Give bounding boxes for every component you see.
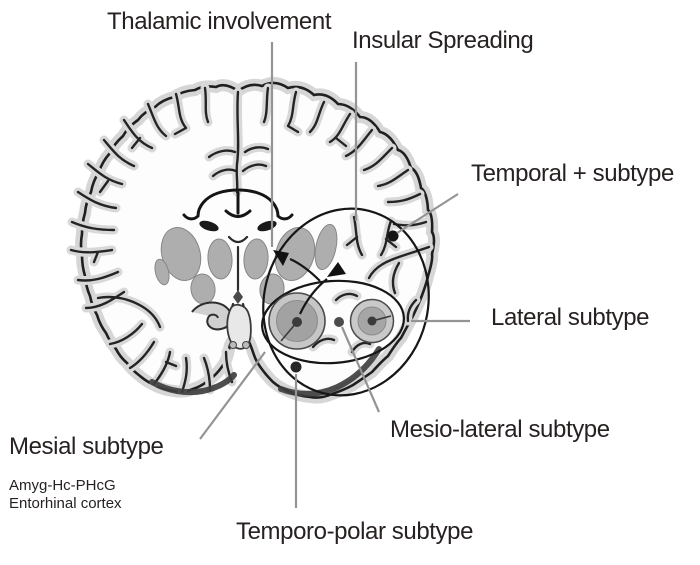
insular-sulcus (391, 261, 401, 295)
sulcus-line (328, 112, 352, 148)
left-temporal-cortex-band (149, 372, 237, 396)
sulcus-line (203, 86, 210, 124)
label-mesial-structures-2: Entorhinal cortex (9, 495, 122, 512)
left-caudate-putamen (160, 227, 202, 281)
sulcus-line (86, 162, 124, 194)
corpus-callosum (182, 188, 294, 221)
left-lateral-ventricle (199, 220, 219, 232)
sulcus-line (286, 90, 300, 134)
temporo-polar-marker-dot (290, 361, 302, 373)
insular-spread-arrowhead (327, 262, 346, 277)
label-mesial-structures-1: Amyg-Hc-PHcG (9, 477, 116, 494)
sulcus-line (122, 118, 154, 150)
sulcus-line (262, 86, 270, 124)
cingulate-sulcus (243, 146, 270, 154)
right-thalamus (243, 238, 269, 280)
mesial-leader-line (199, 351, 266, 440)
sulcus-line (70, 220, 116, 232)
left-insula-ribbon (154, 258, 170, 286)
mesio-lateral-marker-dot (334, 317, 344, 327)
left-sylvian-fissure (96, 295, 162, 329)
lateral-marker-dot (367, 316, 377, 326)
sulcus-line (334, 292, 359, 302)
hypothalamic-notch (233, 290, 243, 304)
temporal-plus-marker-dot (387, 230, 399, 242)
label-thalamic-involvement: Thalamic involvement (107, 8, 332, 35)
insular-sulcus (379, 219, 398, 257)
sulcus-line (386, 192, 422, 204)
label-temporal-plus-subtype: Temporal + subtype (471, 160, 674, 187)
sulcus-line (376, 168, 410, 188)
sulcus-line (173, 92, 188, 136)
sulcus-line (84, 290, 126, 310)
thalamic-spread-arrowhead (273, 250, 289, 266)
sulcus-line (344, 128, 374, 158)
insular-spread-curve (299, 278, 328, 315)
label-insular-spreading: Insular Spreading (352, 27, 534, 54)
sulcus-line (128, 340, 156, 370)
mammillary-body (242, 341, 250, 349)
third-ventricle (227, 235, 249, 332)
label-temporo-polar-subtype: Temporo-polar subtype (236, 518, 474, 545)
leader-lines (199, 42, 470, 508)
sulcus-line (108, 322, 144, 346)
sulcus-line (69, 248, 114, 264)
insular-sulcus (345, 215, 364, 257)
mesio-lateral-leader-line (340, 326, 381, 413)
label-mesio-lateral-subtype: Mesio-lateral subtype (390, 416, 610, 443)
cingulate-sulcus (211, 168, 238, 178)
sulcus-line (308, 100, 326, 134)
temporal-plus-leader-line (396, 193, 459, 234)
sulcus-line (76, 270, 120, 282)
sulcus-line (362, 146, 394, 172)
cingulate-sulcus (241, 163, 268, 173)
right-temporal-cortex-band (278, 346, 382, 397)
left-thalamus (207, 238, 233, 280)
sulcus-line (76, 190, 118, 210)
mammillary-body (229, 341, 237, 349)
right-insula-ribbon (314, 223, 338, 271)
sulcus-line (406, 298, 418, 323)
label-lateral-subtype: Lateral subtype (491, 304, 650, 331)
mesial-marker-dot (292, 317, 302, 327)
sulcus-line (102, 138, 136, 168)
label-mesial-subtype: Mesial subtype (9, 433, 164, 460)
sulcus-line (146, 102, 168, 138)
mesio-lateral-region-ellipse (261, 279, 405, 365)
sulcus-line (311, 337, 336, 349)
interhemispheric-fissure (235, 90, 240, 194)
thalamic-spread-curve (289, 257, 321, 282)
cingulate-sulcus (207, 149, 237, 159)
left-hippocampus (191, 301, 233, 331)
